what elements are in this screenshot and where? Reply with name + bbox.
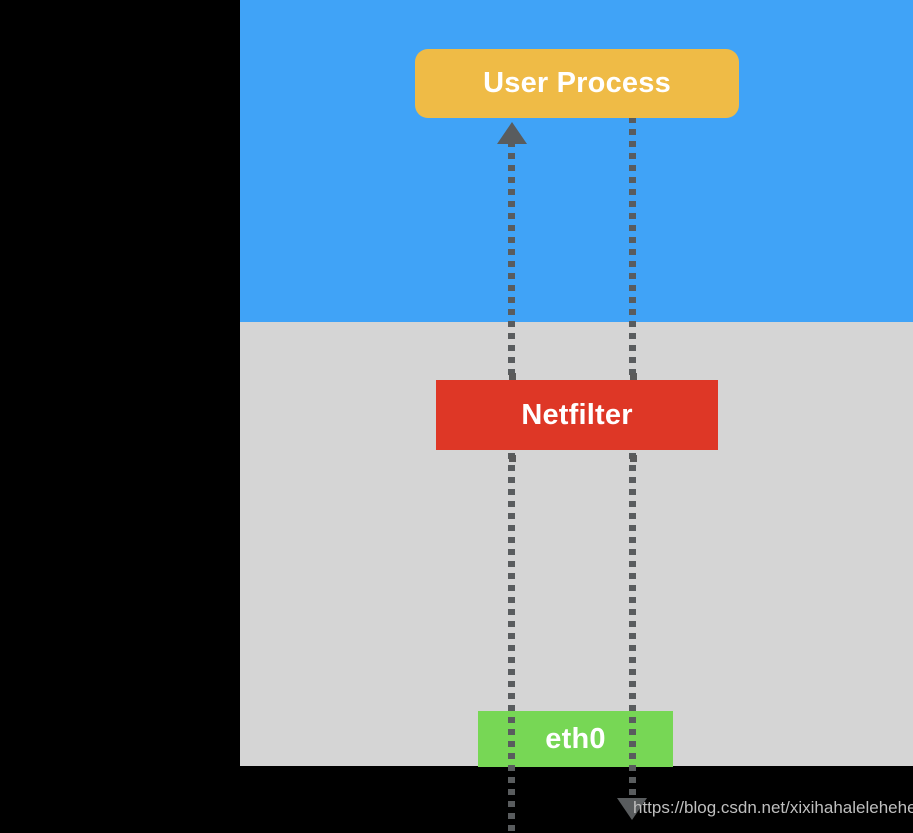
outbound-flow-line-overlay [629, 705, 636, 801]
selection-handle-top-right[interactable] [630, 373, 637, 380]
node-user-process-label: User Process [483, 67, 671, 99]
inbound-flow-line-overlay [508, 705, 515, 833]
inbound-arrow-icon [497, 122, 527, 144]
selection-handle-bottom-left[interactable] [509, 455, 516, 462]
node-netfilter[interactable]: Netfilter [436, 380, 718, 450]
watermark-text: https://blog.csdn.net/xixihahalelehehe [633, 798, 913, 817]
inbound-flow-line [508, 141, 515, 833]
selection-handle-top-left[interactable] [509, 373, 516, 380]
node-user-process[interactable]: User Process [415, 49, 739, 118]
node-eth0-label: eth0 [545, 722, 606, 755]
outbound-arrow-icon [617, 798, 647, 820]
selection-handle-bottom-right[interactable] [630, 455, 637, 462]
node-netfilter-label: Netfilter [521, 398, 633, 431]
